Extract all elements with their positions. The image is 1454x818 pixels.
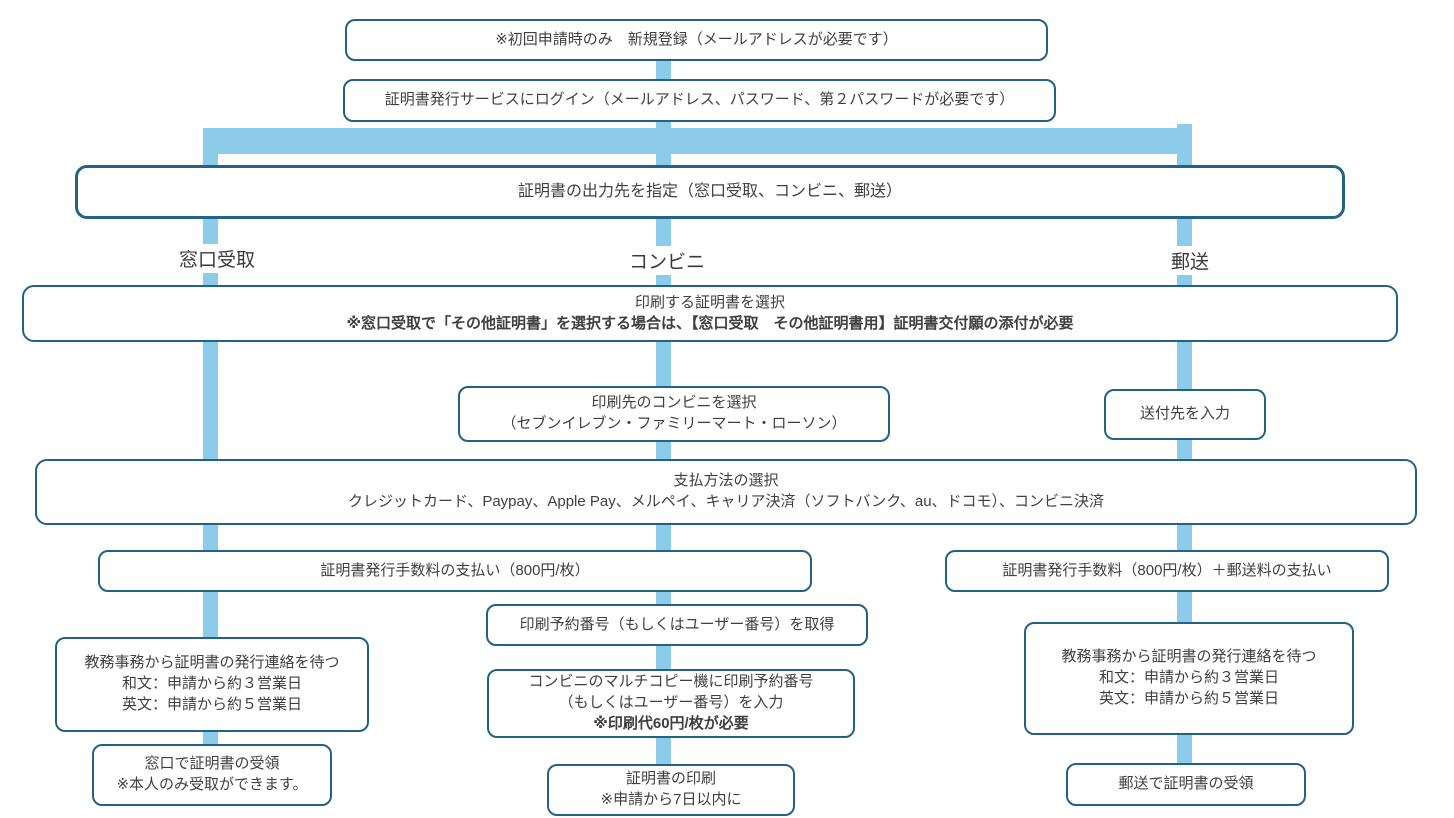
node-receive-mail: 郵送で証明書の受領 xyxy=(1066,763,1306,806)
node-multicopy-line2: （もしくはユーザー番号）を入力 xyxy=(558,694,784,712)
node-wait-window-line2: 和文：申請から約３営業日 xyxy=(121,675,302,693)
node-fee-window-konbini: 証明書発行手数料の支払い（800円/枚） xyxy=(98,550,812,592)
node-multicopy-line3: ※印刷代60円/枚が必要 xyxy=(593,714,749,732)
node-receive-mail-text: 郵送で証明書の受領 xyxy=(1118,775,1254,793)
node-login-text: 証明書発行サービスにログイン（メールアドレス、パスワード、第２パスワードが必要で… xyxy=(384,91,1015,109)
node-select-store-line1: 印刷先のコンビニを選択 xyxy=(591,394,757,412)
node-multicopy-line1: コンビニのマルチコピー機に印刷予約番号 xyxy=(528,673,814,691)
node-fee-mail: 証明書発行手数料（800円/枚）＋郵送料の支払い xyxy=(945,550,1389,592)
node-receive-window-line2: ※本人のみ受取ができます。 xyxy=(116,776,308,793)
node-select-store: 印刷先のコンビニを選択 （セブンイレブン・ファミリーマート・ローソン） xyxy=(458,386,890,442)
node-select-certificate-line2: ※窓口受取で「その他証明書」を選択する場合は、【窓口受取 その他証明書用】証明書… xyxy=(346,314,1074,332)
node-receive-window: 窓口で証明書の受領 ※本人のみ受取ができます。 xyxy=(92,744,332,806)
node-wait-window-line1: 教務事務から証明書の発行連絡を待つ xyxy=(84,654,340,672)
branch-label-konbini: コンビニ xyxy=(615,246,719,275)
node-print-cert: 証明書の印刷 ※申請から7日以内に xyxy=(547,764,795,816)
node-print-cert-line2: ※申請から7日以内に xyxy=(600,791,742,808)
node-wait-window-line3: 英文：申請から約５営業日 xyxy=(121,695,302,713)
node-multicopy: コンビニのマルチコピー機に印刷予約番号 （もしくはユーザー番号）を入力 ※印刷代… xyxy=(487,669,855,738)
node-payment-method-line2: クレジットカード、Paypay、Apple Pay、メルペイ、キャリア決済（ソフ… xyxy=(347,493,1105,510)
node-wait-window: 教務事務から証明書の発行連絡を待つ 和文：申請から約３営業日 英文：申請から約５… xyxy=(55,637,369,732)
node-wait-mail-line2: 和文：申請から約３営業日 xyxy=(1098,669,1279,687)
node-register-text: ※初回申請時のみ 新規登録（メールアドレスが必要です） xyxy=(495,30,898,48)
node-output-destination-text: 証明書の出力先を指定（窓口受取、コンビニ、郵送） xyxy=(517,182,902,200)
node-get-number: 印刷予約番号（もしくはユーザー番号）を取得 xyxy=(486,604,868,646)
node-select-store-line2: （セブンイレブン・ファミリーマート・ローソン） xyxy=(501,415,847,432)
node-payment-method: 支払方法の選択 クレジットカード、Paypay、Apple Pay、メルペイ、キ… xyxy=(35,459,1417,525)
branch-label-window: 窓口受取 xyxy=(160,244,274,273)
node-select-certificate: 印刷する証明書を選択 ※窓口受取で「その他証明書」を選択する場合は、【窓口受取 … xyxy=(22,285,1398,342)
node-output-destination: 証明書の出力先を指定（窓口受取、コンビニ、郵送） xyxy=(75,165,1345,219)
node-wait-mail: 教務事務から証明書の発行連絡を待つ 和文：申請から約３営業日 英文：申請から約５… xyxy=(1024,622,1354,735)
node-fee-mail-text: 証明書発行手数料（800円/枚）＋郵送料の支払い xyxy=(1002,561,1332,579)
node-wait-mail-line1: 教務事務から証明書の発行連絡を待つ xyxy=(1061,648,1317,666)
node-receive-window-line1: 窓口で証明書の受領 xyxy=(144,755,280,773)
node-print-cert-line1: 証明書の印刷 xyxy=(625,770,716,788)
node-enter-address-text: 送付先を入力 xyxy=(1139,405,1230,423)
node-payment-method-line1: 支払方法の選択 xyxy=(673,472,779,490)
node-wait-mail-line3: 英文：申請から約５営業日 xyxy=(1098,689,1279,707)
branch-label-mail: 郵送 xyxy=(1160,246,1220,275)
node-get-number-text: 印刷予約番号（もしくはユーザー番号）を取得 xyxy=(519,615,835,633)
node-enter-address: 送付先を入力 xyxy=(1104,389,1266,440)
node-login: 証明書発行サービスにログイン（メールアドレス、パスワード、第２パスワードが必要で… xyxy=(343,79,1056,122)
node-fee-window-konbini-text: 証明書発行手数料の支払い（800円/枚） xyxy=(320,561,590,579)
node-register: ※初回申請時のみ 新規登録（メールアドレスが必要です） xyxy=(345,19,1048,61)
node-select-certificate-line1: 印刷する証明書を選択 xyxy=(634,293,785,311)
connector-horizontal-bar xyxy=(203,128,1192,154)
